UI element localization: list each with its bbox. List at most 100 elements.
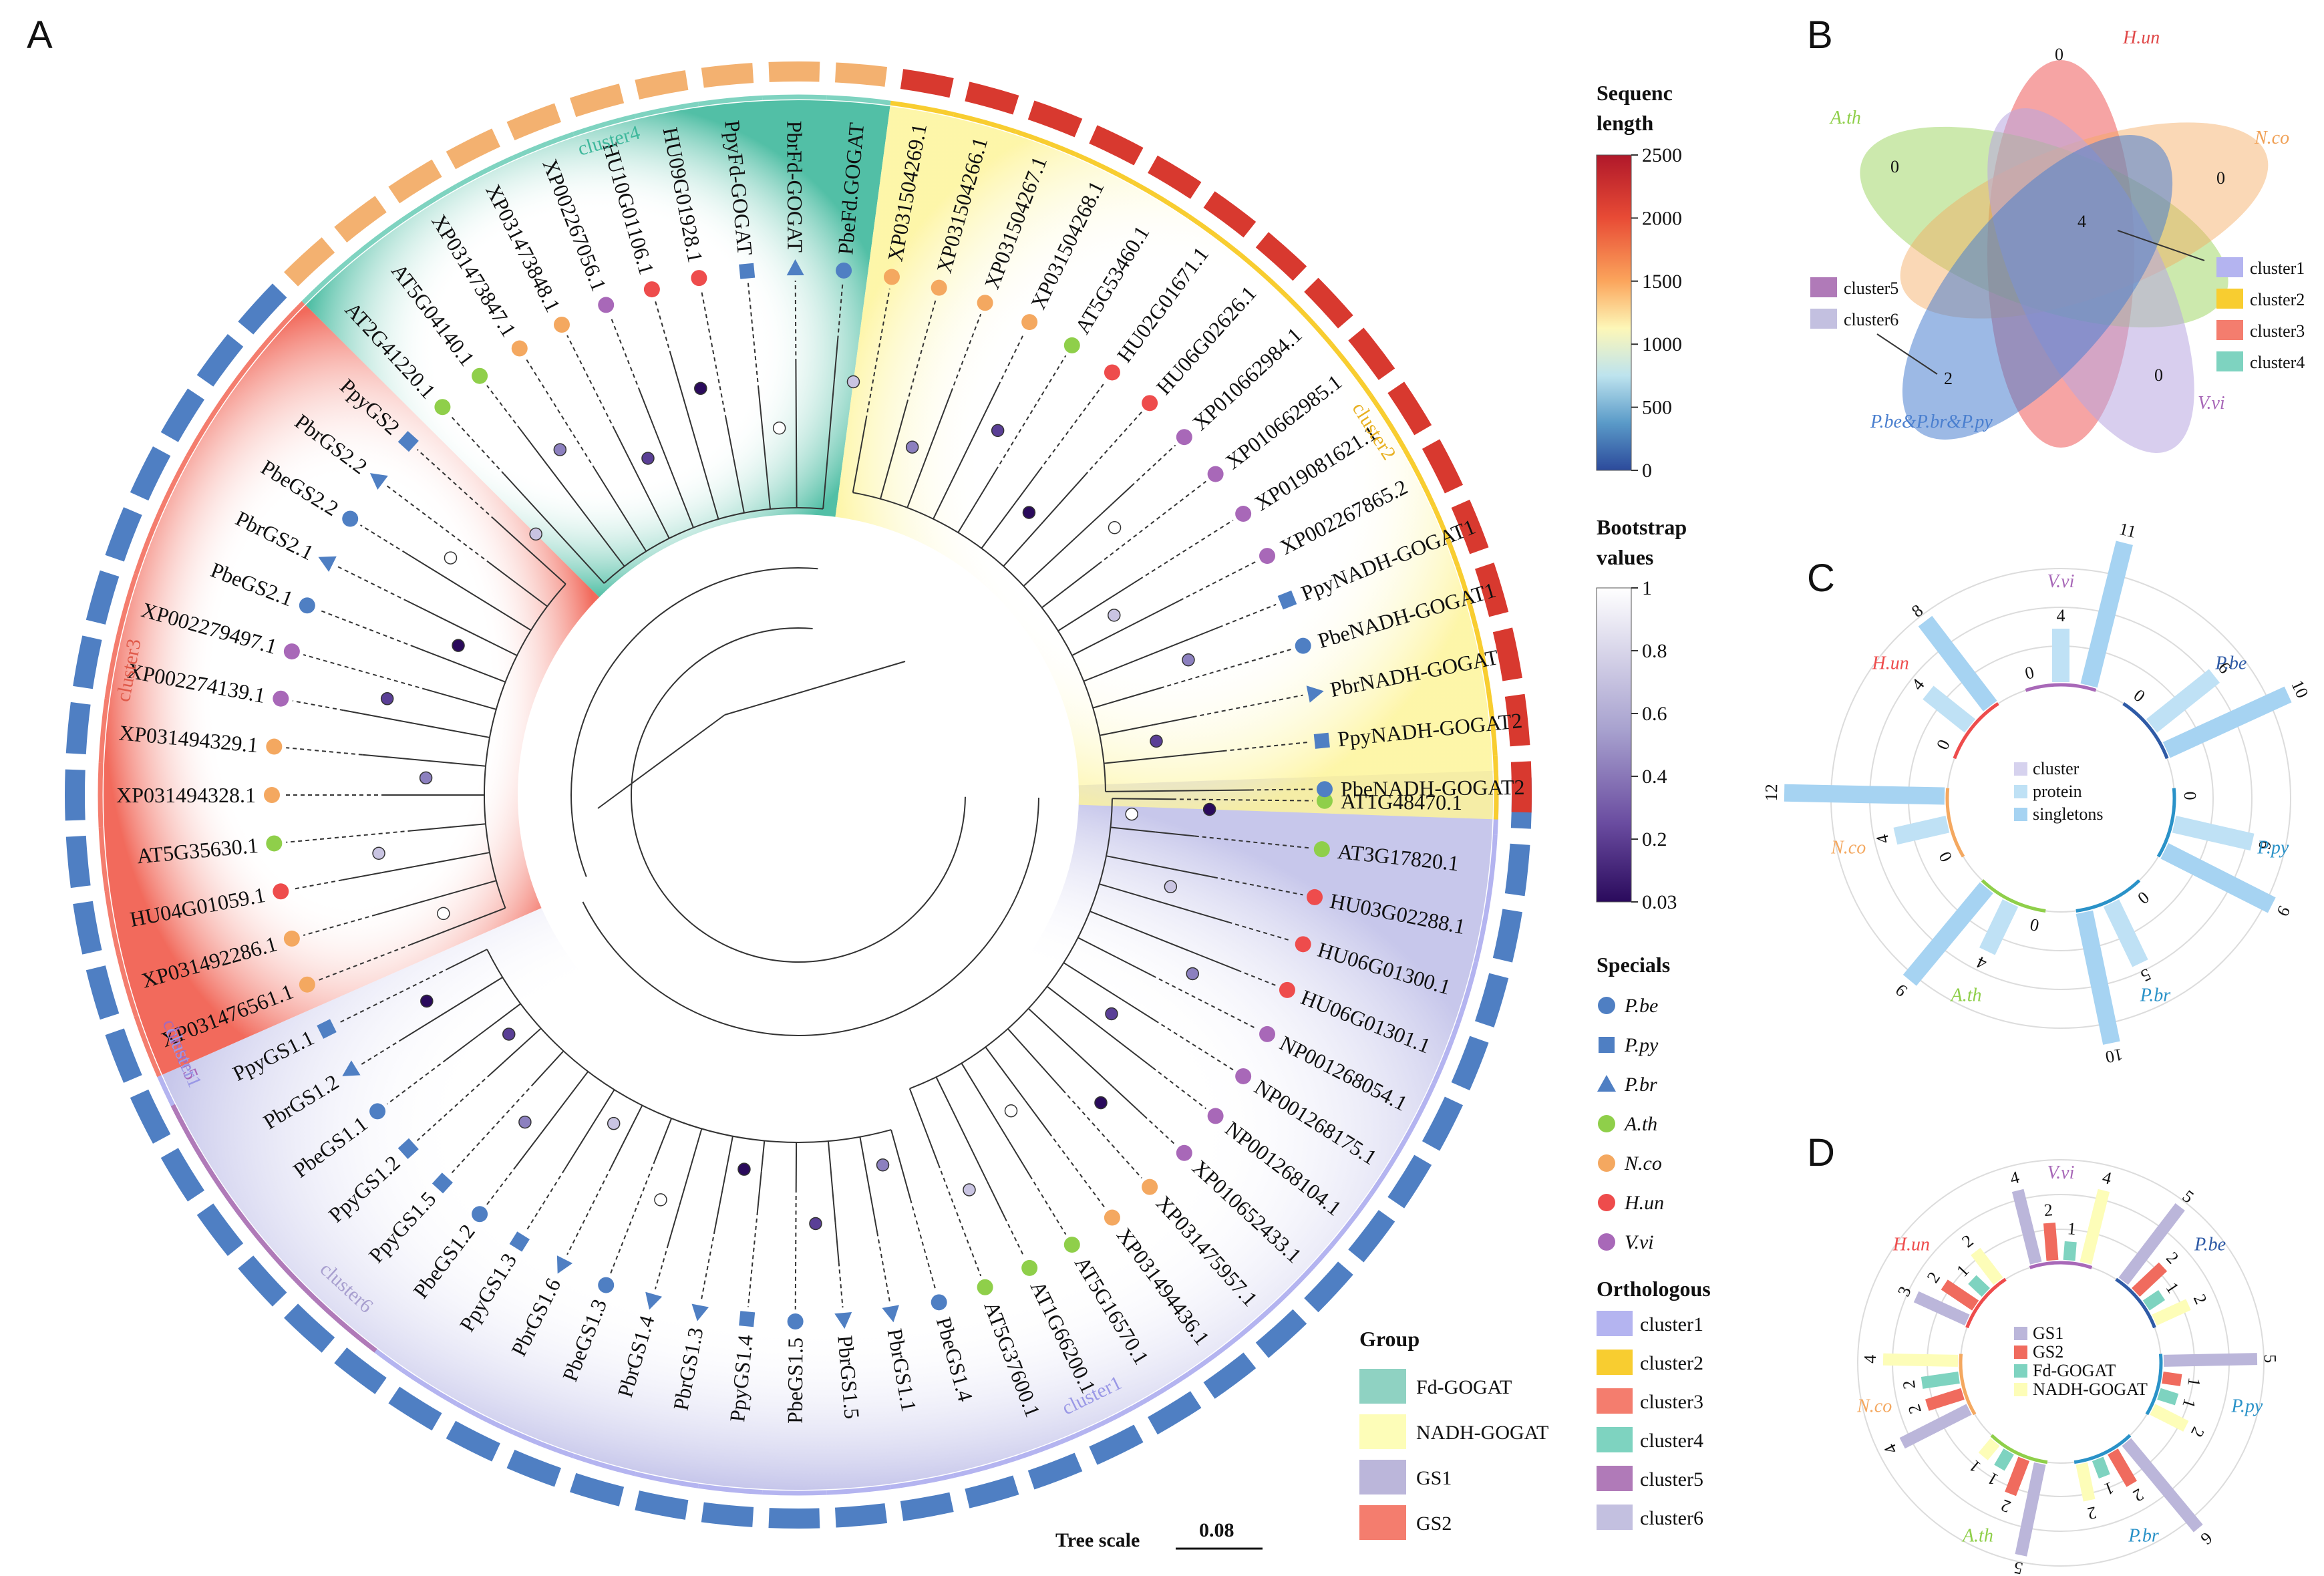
tip-connector xyxy=(1048,1132,1106,1209)
specials-marker xyxy=(1599,1037,1615,1053)
tip-marker-circle xyxy=(283,930,300,947)
bootstrap-node xyxy=(502,1028,516,1041)
tip-stem xyxy=(414,880,497,905)
tip-connector xyxy=(1249,788,1313,791)
tip-marker-triangle xyxy=(318,556,337,573)
root-branch xyxy=(724,661,906,716)
seq-length-ring-segment xyxy=(284,1303,335,1353)
tip-marker-circle xyxy=(977,1279,993,1295)
seq-length-ring-segment xyxy=(446,128,500,170)
tip-marker-circle xyxy=(511,340,528,357)
radial-bar xyxy=(1979,899,2019,955)
clade-arc xyxy=(582,797,1039,1036)
tip-label: XP031494328.1 xyxy=(116,783,256,807)
seq-tick-label: 2000 xyxy=(1642,207,1682,229)
seq-length-ring-segment xyxy=(1492,627,1522,681)
orth-swatch xyxy=(1597,1311,1633,1336)
orthologous-ring-segment xyxy=(635,102,699,119)
tip-stem xyxy=(628,1105,643,1132)
boot-tick-label: 1 xyxy=(1642,577,1652,599)
tip-connector xyxy=(286,830,412,843)
species-arc xyxy=(1990,1434,2048,1464)
radial-bar-value: 4 xyxy=(1908,675,1929,693)
species-label: N.co xyxy=(1856,1396,1892,1417)
orthologous-ring-segment xyxy=(1238,1291,1290,1337)
radial-bar-value: 2 xyxy=(2086,1503,2098,1523)
orthologous-ring-segment xyxy=(134,1015,162,1078)
species-label: P.py xyxy=(2230,1396,2263,1417)
panel-label-b: B xyxy=(1807,13,1833,57)
tip-branch xyxy=(1200,955,1238,971)
venn-label-vvi: V.vi xyxy=(2198,393,2225,414)
bootstrap-node xyxy=(1202,802,1216,816)
bootstrap-node xyxy=(444,551,458,565)
group-label: GS1 xyxy=(1416,1467,1452,1489)
bootstrap-node xyxy=(963,1183,976,1197)
wedge-cluster2 xyxy=(835,106,1493,820)
radial-bar-value: 1 xyxy=(2067,1219,2077,1239)
radial-legend-swatch xyxy=(2014,808,2027,821)
tip-connector xyxy=(337,566,408,602)
tip-connector xyxy=(1130,444,1176,487)
venn-legend-label: cluster4 xyxy=(2250,353,2305,372)
clade-arc xyxy=(909,798,1113,1090)
tip-branch xyxy=(974,470,997,505)
radial-bar-value: 10 xyxy=(2287,677,2312,701)
orthologous-ring-segment xyxy=(1474,898,1491,963)
tip-label: PbeGS1.5 xyxy=(783,1337,808,1424)
venn-pointer-2 xyxy=(1876,333,1938,375)
radial-bar-value: 2 xyxy=(1998,1495,2013,1517)
orth-swatch xyxy=(1597,1388,1633,1414)
wedge-cluster4 xyxy=(305,100,890,597)
orthologous-ring-segment xyxy=(826,95,891,106)
orthologous-ring-segment xyxy=(104,635,121,699)
seq-length-ring-segment xyxy=(73,901,102,955)
seq-length-ring-segment xyxy=(1510,761,1532,813)
orthologous-ring-segment xyxy=(400,1368,458,1406)
orthologous-ring-segment xyxy=(455,1401,515,1435)
tip-connector xyxy=(654,301,672,355)
tree-scale-value: 0.08 xyxy=(1199,1519,1234,1541)
tip-branch xyxy=(362,754,403,760)
venn-count-nco: 0 xyxy=(2216,168,2225,188)
specials-marker xyxy=(1597,1075,1616,1092)
tip-branch xyxy=(713,1190,723,1231)
species-arc xyxy=(2073,1434,2132,1464)
tip-stem xyxy=(1106,855,1175,871)
orthologous-ring-segment xyxy=(762,1490,827,1496)
seq-length-ring-segment xyxy=(1387,1154,1432,1209)
venn-count-cluster: 2 xyxy=(1944,369,1953,388)
tip-branch xyxy=(610,1131,630,1168)
tip-marker-triangle xyxy=(556,1255,573,1274)
radial-bar-value: 2 xyxy=(1923,1268,1944,1286)
tip-marker-circle xyxy=(1316,792,1333,809)
species-label: A.th xyxy=(1950,985,1982,1006)
tip-connector xyxy=(318,609,415,648)
radial-bar-value: 0 xyxy=(2134,888,2153,909)
seq-length-ring-segment xyxy=(900,69,954,98)
seq-length-ring-segment xyxy=(160,1148,205,1202)
orth-label: cluster2 xyxy=(1640,1352,1703,1374)
tip-branch xyxy=(667,1205,680,1245)
tip-stem xyxy=(961,1062,1010,1142)
radial-bar xyxy=(2103,899,2148,967)
tip-branch xyxy=(533,1053,562,1084)
orthologous-ring-segment xyxy=(572,114,636,136)
tip-stem xyxy=(1041,588,1067,609)
radial-bar-value: 0 xyxy=(2130,685,2149,706)
specials-label: V.vi xyxy=(1625,1231,1654,1253)
bootstrap-node xyxy=(1150,734,1163,748)
orthologous-ring-segment xyxy=(116,573,139,637)
tip-stem xyxy=(827,1140,836,1223)
orth-label: cluster4 xyxy=(1640,1430,1703,1452)
orth-label: cluster5 xyxy=(1640,1468,1703,1490)
species-label: A.th xyxy=(1961,1526,1993,1547)
bootstrap-node xyxy=(607,1116,621,1130)
tree-branches xyxy=(284,281,1313,1309)
tip-stem xyxy=(383,717,490,738)
tip-branch xyxy=(1132,798,1172,800)
species-label: P.be xyxy=(2214,653,2247,674)
wedge-cluster3 xyxy=(104,305,600,1075)
tip-connector xyxy=(1062,1089,1142,1178)
tip-marker-circle xyxy=(1207,466,1224,482)
